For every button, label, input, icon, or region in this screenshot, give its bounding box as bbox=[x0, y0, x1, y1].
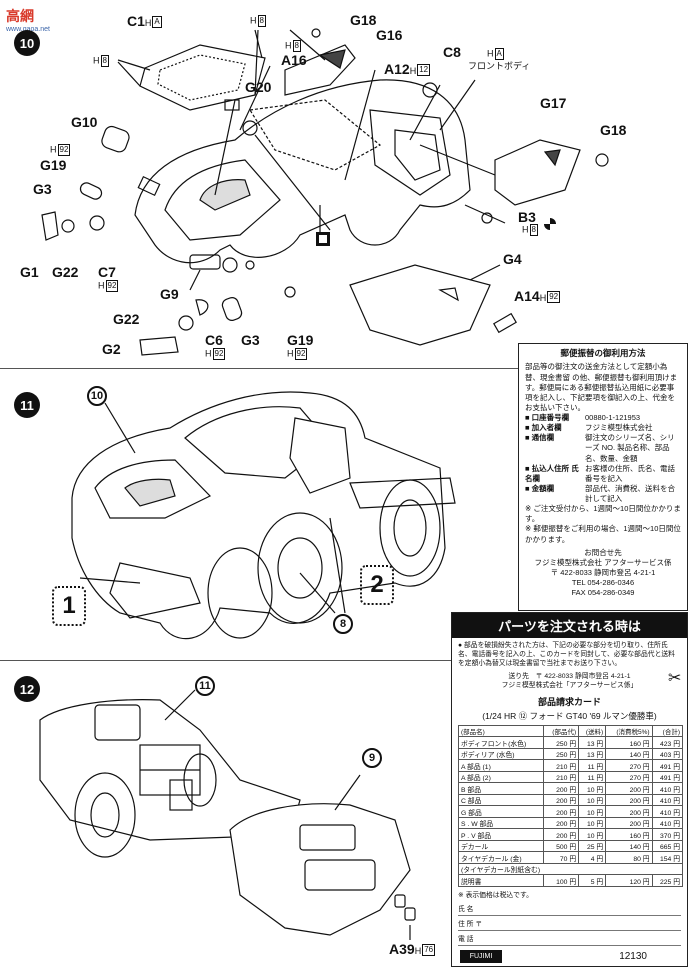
product-code: 12130 bbox=[619, 951, 647, 962]
order-tel-field[interactable]: 電 話 bbox=[458, 933, 681, 946]
label-g17: G17 bbox=[540, 95, 567, 111]
postal-contact: お問合せ先 フジミ模型株式会社 アフターサービス係 〒 422-8033 静岡市… bbox=[534, 547, 672, 598]
postal-note: ※ 郵便振替をご利用の場合、1週間〜10日間位かかります。 bbox=[525, 524, 681, 544]
step12-drawing bbox=[39, 689, 416, 940]
watermark-logo: 高網 www.gaoa.net bbox=[6, 8, 50, 33]
step11-subassembly-2: 2 bbox=[360, 565, 394, 605]
step12-part-a: 11 bbox=[195, 676, 215, 696]
label-a16: A16 bbox=[281, 52, 307, 68]
step10-number: 10 bbox=[14, 30, 40, 56]
order-footnote: ※ 表示価格は税込です。 bbox=[458, 891, 533, 899]
label-g2: G2 bbox=[102, 341, 121, 357]
label-g18-b: G18 bbox=[600, 122, 627, 138]
order-address-field[interactable]: 住 所 〒 bbox=[458, 918, 681, 931]
step11-sub-part: 8 bbox=[333, 614, 353, 634]
label-c6: C6 bbox=[205, 332, 223, 348]
parts-order-card: パーツを注文される時は ● 部品を破損紛失された方は、下記の必要な部分を切り取り… bbox=[451, 612, 688, 967]
label-g9: G9 bbox=[160, 286, 179, 302]
scissors-icon: ✂ bbox=[668, 670, 682, 687]
divider-step11 bbox=[0, 660, 451, 661]
step11-number: 11 bbox=[14, 392, 40, 418]
label-g16: G16 bbox=[376, 27, 403, 43]
order-price-table: (部品名)(部品代)(送料)(消費税5%)(合計) ボディフロント(水色)250… bbox=[457, 724, 684, 887]
label-g19-b: G19 bbox=[287, 332, 314, 348]
fujimi-logo: FUJIMI bbox=[460, 950, 502, 963]
label-c8: C8 bbox=[443, 44, 461, 60]
label-g3-a: G3 bbox=[33, 181, 52, 197]
order-model-name: (1/24 HR ⑫ フォード GT40 '69 ルマン優勝車) bbox=[482, 710, 657, 721]
label-front-body: フロントボディ bbox=[468, 61, 531, 71]
postal-row: ■ 金額欄部品代、消費税、送料を合計して記入 bbox=[525, 483, 675, 504]
label-g19-a: G19 bbox=[40, 157, 67, 173]
label-g10: G10 bbox=[71, 114, 98, 130]
label-g22-b: G22 bbox=[113, 311, 140, 327]
label-g20: G20 bbox=[245, 79, 272, 95]
step11-part-ref: 10 bbox=[87, 386, 107, 406]
order-name-field[interactable]: 氏 名 bbox=[458, 903, 681, 916]
postal-transfer-box: 郵便振替の御利用方法 部品等の御注文の送金方法として定額小為替、現金書留 の他、… bbox=[518, 343, 688, 611]
step10-drawing bbox=[41, 28, 609, 356]
label-g22-a: G22 bbox=[52, 264, 79, 280]
order-send-to: 送り先 〒 422-8033 静岡市登呂 4-21-1 フジミ模型株式会社「アフ… bbox=[501, 672, 638, 689]
table-row: (タイヤデカール別紙含む) bbox=[458, 862, 683, 876]
postal-note: ※ ご注文受付から、1週間〜10日間位かかります。 bbox=[525, 504, 681, 524]
step12-number: 12 bbox=[14, 676, 40, 702]
postal-row: ■ 加入者欄フジミ模型株式会社 bbox=[525, 423, 653, 433]
postal-row: ■ 通信欄御注文のシリーズ名、シリーズ NO. 製品名称、部品名、数量、金額 bbox=[525, 433, 675, 463]
order-description: ● 部品を破損紛失された方は、下記の必要な部分を切り取り、住所氏名、電話番号を記… bbox=[458, 642, 675, 668]
divider-step10 bbox=[0, 368, 518, 369]
postal-row: ■ 払込人住所 氏名欄お客様の住所、氏名、電話番号を記入 bbox=[525, 463, 675, 483]
label-g1: G1 bbox=[20, 264, 39, 280]
label-g18-a: G18 bbox=[350, 12, 377, 28]
step11-drawing bbox=[71, 391, 456, 640]
step12-part-b: 9 bbox=[362, 748, 382, 768]
label-g4: G4 bbox=[503, 251, 522, 267]
label-g3-b: G3 bbox=[241, 332, 260, 348]
table-header-row: (部品名)(部品代)(送料)(消費税5%)(合計) bbox=[457, 724, 684, 738]
postal-intro: 部品等の御注文の送金方法として定額小為替、現金書留 の他、郵便振替も御利用頂けま… bbox=[525, 362, 678, 412]
label-b3: B3 bbox=[518, 209, 536, 225]
order-card-title: 部品請求カード bbox=[537, 696, 601, 707]
label-c7: C7 bbox=[98, 264, 116, 280]
order-banner: パーツを注文される時は bbox=[452, 613, 687, 638]
postal-title: 郵便振替の御利用方法 bbox=[560, 348, 646, 358]
step11-subassembly-1: 1 bbox=[52, 586, 86, 626]
